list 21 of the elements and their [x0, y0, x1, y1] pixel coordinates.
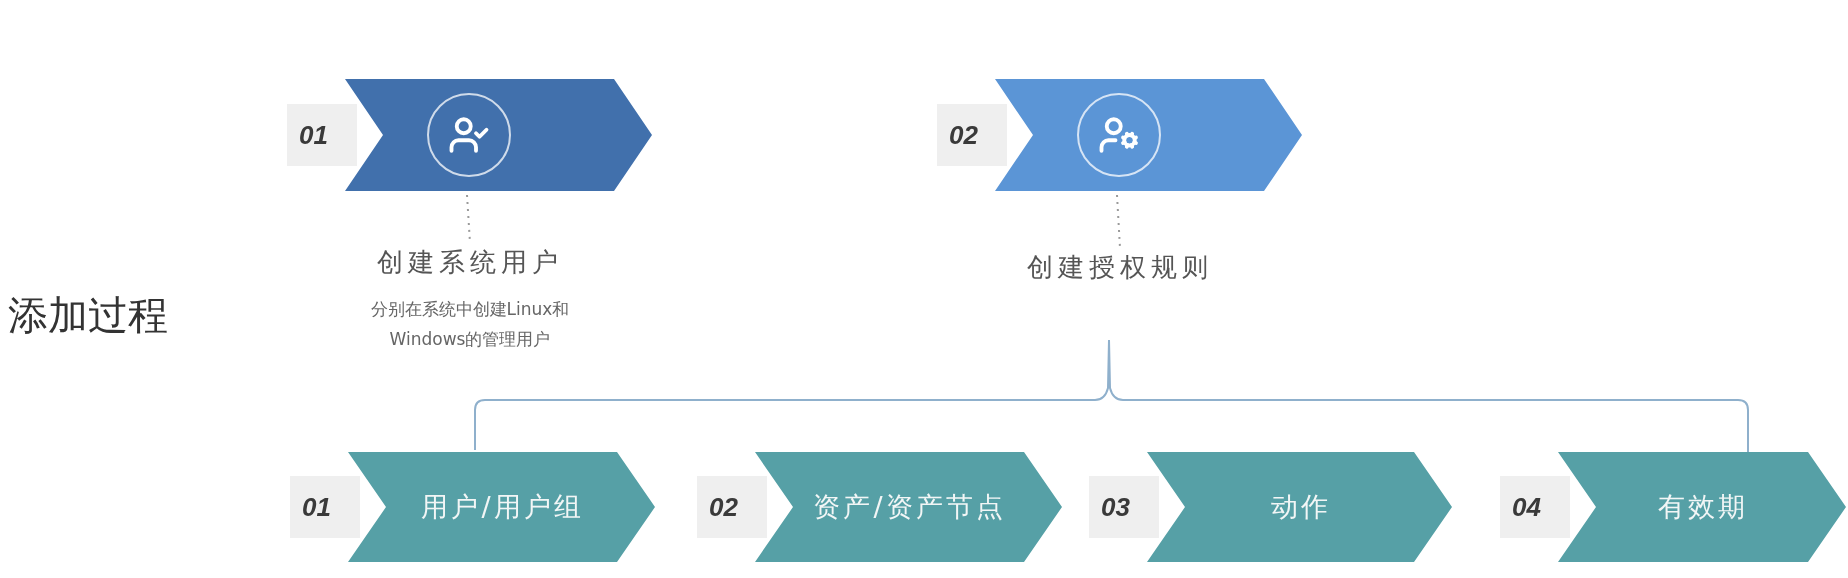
- step-number: 01: [302, 491, 331, 523]
- chevron-step: [1500, 452, 1846, 562]
- step-label: 动作: [1269, 490, 1332, 524]
- step-number: 02: [949, 119, 978, 151]
- step-number: 03: [1101, 491, 1130, 523]
- step-description: 分别在系统中创建Linux和Windows的管理用户: [369, 298, 571, 351]
- step-label: 用户/用户组: [420, 490, 585, 524]
- step-label: 有效期: [1657, 490, 1749, 524]
- chevron-step: [1089, 452, 1452, 562]
- step-label: 资产/资产节点: [812, 490, 1007, 524]
- chevron-step: [287, 79, 652, 191]
- step-number: 01: [299, 119, 328, 151]
- step-number: 02: [709, 491, 738, 523]
- step-title: 创建授权规则: [1026, 251, 1214, 284]
- step-title: 创建系统用户: [376, 246, 564, 279]
- diagram-title: 添加过程: [8, 291, 168, 340]
- chevron-step: [697, 452, 1062, 562]
- dotted-leader-line: [1116, 194, 1121, 249]
- chevron-step: [290, 452, 655, 562]
- step-number: 04: [1512, 491, 1541, 523]
- chevron-step: [937, 79, 1302, 191]
